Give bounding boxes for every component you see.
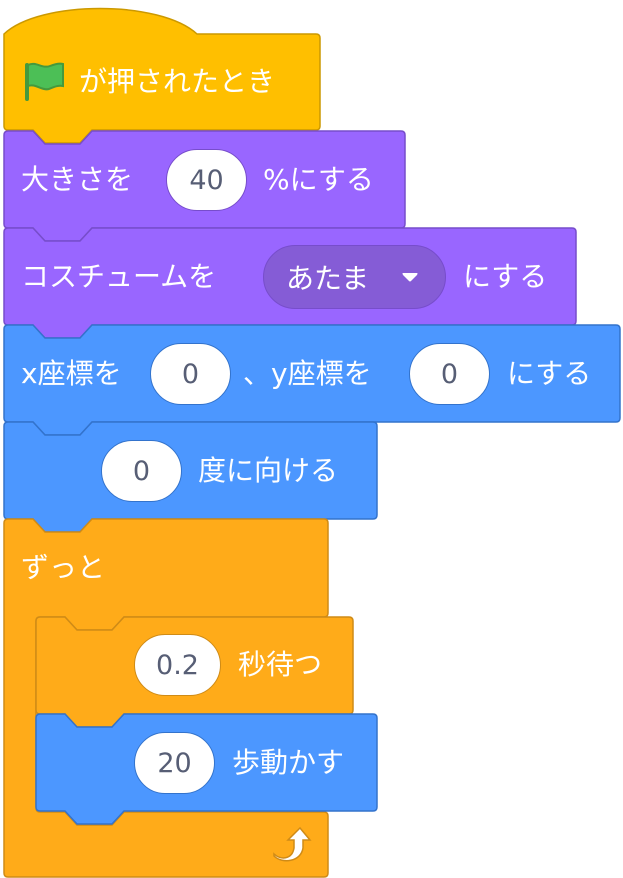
- set-size-label: 大きさを: [21, 163, 134, 196]
- goto-x-label: x座標を: [21, 357, 122, 390]
- point-direction-suffix: 度に向ける: [198, 454, 339, 487]
- hat-label: が押されたとき: [79, 65, 276, 98]
- direction-input[interactable]: 0: [101, 440, 182, 502]
- switch-costume-suffix: にする: [463, 260, 548, 293]
- goto-y-label: 、y座標を: [243, 357, 372, 390]
- chevron-down-icon: [402, 273, 418, 282]
- costume-dropdown-value: あたま: [286, 262, 370, 295]
- wait-seconds-input[interactable]: 0.2: [134, 634, 221, 696]
- y-input[interactable]: 0: [409, 343, 490, 405]
- green-flag-icon: [25, 62, 64, 101]
- move-suffix: 歩動かす: [232, 746, 345, 779]
- forever-label: ずっと: [21, 551, 106, 584]
- goto-suffix: にする: [507, 357, 592, 390]
- switch-costume-label: コスチュームを: [21, 260, 217, 293]
- loop-arrow-icon: [273, 826, 312, 862]
- costume-dropdown[interactable]: あたま: [263, 245, 446, 309]
- steps-input[interactable]: 20: [134, 732, 215, 794]
- x-input[interactable]: 0: [150, 343, 231, 405]
- size-input[interactable]: 40: [166, 149, 247, 211]
- when-flag-clicked-block[interactable]: [3, 7, 321, 144]
- wait-suffix: 秒待つ: [238, 648, 323, 681]
- set-size-suffix: %にする: [263, 163, 374, 196]
